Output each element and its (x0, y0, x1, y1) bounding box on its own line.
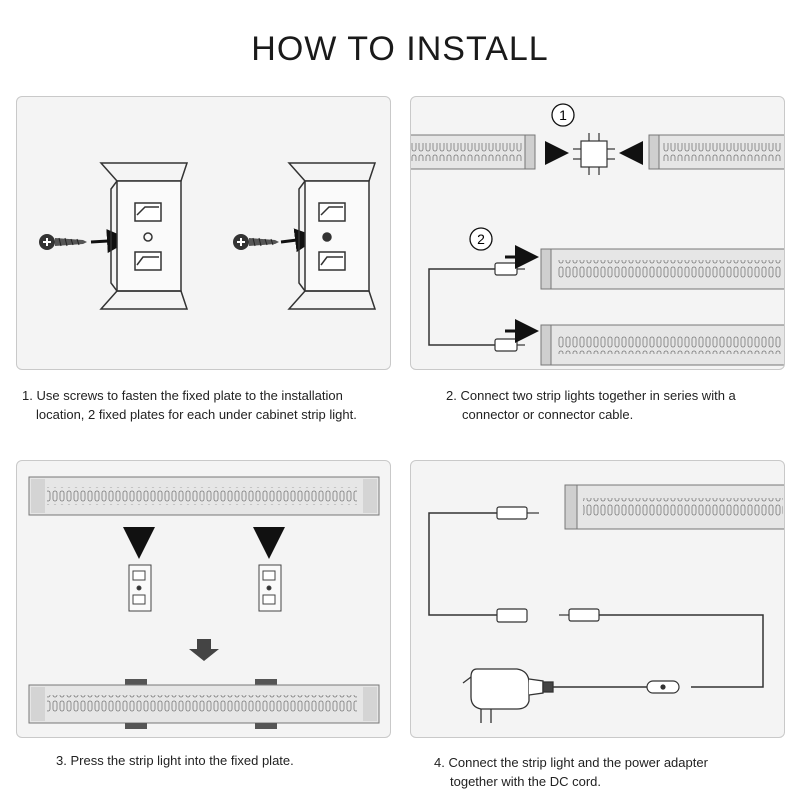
step-4-caption: 4. Connect the strip light and the power… (434, 753, 784, 791)
step-text-line: connector or connector cable. (462, 407, 634, 422)
step-text-line: Connect two strip lights together in ser… (460, 388, 736, 403)
dc-plug-icon (494, 262, 525, 352)
step-4-panel (410, 460, 785, 738)
step-text-line: together with the DC cord. (450, 774, 602, 789)
strip-light-icon (411, 134, 536, 170)
step-number: 2. (446, 388, 457, 403)
dc-socket-icon (496, 608, 528, 623)
step-text-line: Use screws to fasten the fixed plate to … (36, 388, 343, 403)
large-arrow-icon (189, 639, 219, 661)
dc-plug-icon (496, 506, 539, 520)
step-marker-1 (551, 103, 575, 127)
step-2-caption: 2. Connect two strip lights together in … (446, 386, 786, 424)
dc-cable (599, 614, 764, 688)
strip-light-icon (540, 248, 784, 290)
strip-light-icon (648, 134, 784, 170)
strip-light-icon (540, 324, 784, 366)
mounting-plate-icon (99, 162, 189, 310)
step-1-panel (16, 96, 391, 370)
step-text-line: Connect the strip light and the power ad… (448, 755, 708, 770)
mounting-plate-icon (258, 564, 282, 612)
step-number: 1. (22, 388, 33, 403)
screw-icon (233, 234, 279, 250)
strip-light-icon (28, 679, 380, 729)
mounting-plate-icon (128, 564, 152, 612)
dc-plug-icon (559, 608, 600, 622)
step-text-line: Press the strip light into the fixed pla… (70, 753, 294, 768)
inline-switch-icon (646, 680, 680, 694)
step-3-caption: 3. Press the strip light into the fixed … (56, 751, 386, 770)
step-number: 4. (434, 755, 445, 770)
step-1-caption: 1. Use screws to fasten the fixed plate … (22, 386, 392, 424)
screw-icon (39, 234, 87, 250)
step-marker-2-label: 2 (477, 231, 485, 247)
mounting-plate-icon (287, 162, 377, 310)
page-title: HOW TO INSTALL (251, 30, 549, 68)
strip-light-icon (564, 484, 784, 530)
strip-light-icon (28, 476, 380, 516)
step-2-panel: 1 2 (410, 96, 785, 370)
step-text-line: location, 2 fixed plates for each under … (36, 407, 357, 422)
connector-cable (428, 268, 495, 346)
dc-cable (428, 512, 497, 616)
step-number: 3. (56, 753, 67, 768)
step-2-illustration: 1 2 (411, 103, 784, 366)
step-3-panel (16, 460, 391, 738)
power-adapter-icon (462, 668, 554, 723)
connector-icon (573, 133, 615, 175)
step-3-illustration (28, 476, 380, 729)
step-4-illustration (428, 484, 784, 723)
step-marker-2 (469, 227, 493, 251)
step-1-illustration (39, 162, 377, 310)
step-marker-1-label: 1 (559, 107, 567, 123)
